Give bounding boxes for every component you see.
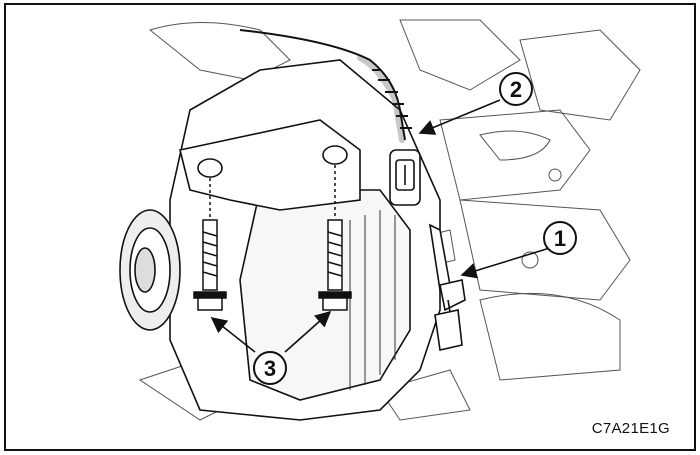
alternator-body — [119, 59, 441, 421]
mounting-bolt-right — [318, 165, 352, 311]
callout-3-label: 3 — [264, 356, 276, 381]
diagram-border — [4, 3, 696, 451]
wiring-harness — [239, 29, 412, 143]
leader-line-2 — [418, 99, 501, 135]
leader-line-3b — [284, 310, 332, 353]
callout-1-label: 1 — [554, 226, 566, 251]
leader-lines — [210, 99, 554, 353]
mounting-bolt-left — [193, 178, 227, 311]
leader-line-1 — [460, 246, 554, 279]
leader-line-3a — [210, 317, 256, 353]
alternator-fins — [349, 210, 396, 390]
callout-2-label: 2 — [510, 77, 522, 102]
callout-2: 2 — [499, 72, 533, 106]
figure-code: C7A21E1G — [591, 420, 670, 437]
callout-1: 1 — [543, 221, 577, 255]
callout-3: 3 — [253, 351, 287, 385]
connector-2 — [389, 149, 421, 206]
terminal-1 — [428, 223, 466, 351]
